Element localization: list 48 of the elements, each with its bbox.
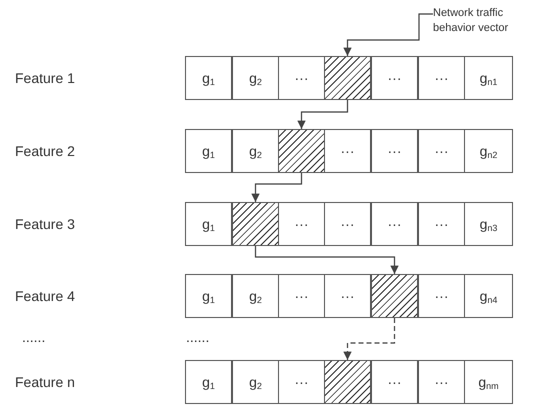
vector-cell: ··· [278,360,325,404]
vector-cell: ··· [324,274,371,318]
vector-cell: g$_{n4}$ [464,274,513,318]
vector-cell: ··· [371,360,418,404]
hatched-cell [278,129,325,173]
hatched-cell [232,202,279,246]
vector-cell: ··· [278,202,325,246]
row-label: Feature n [15,374,75,390]
vector-cell: g$_{2}$ [232,274,279,318]
vector-cell: g$_{nm}$ [464,360,513,404]
vector-cell: ··· [418,274,465,318]
arrow [343,13,433,56]
hatched-cell [324,360,371,404]
vector-cell: ··· [371,56,418,100]
vector-cell: g$_{1}$ [185,274,232,318]
vector-cell: g$_{2}$ [232,129,279,173]
row-label: Feature 1 [15,70,75,86]
vector-cell: g$_{1}$ [185,56,232,100]
arrow [254,246,399,274]
hatched-cell [324,56,371,100]
row-label: Feature 3 [15,216,75,232]
vector-cell: ··· [418,202,465,246]
vector-cell: g$_{n3}$ [464,202,513,246]
vector-cell: g$_{n2}$ [464,129,513,173]
vector-cell: ··· [371,202,418,246]
vector-cell: g$_{n1}$ [464,56,513,100]
arrow [297,100,348,129]
vector-cell: g$_{1}$ [185,129,232,173]
ellipsis-text: ...... [186,329,210,345]
vector-cell: ··· [418,56,465,100]
arrow [251,173,302,202]
row-label: Feature 4 [15,288,75,304]
vector-cell: ··· [418,129,465,173]
vector-cell: ··· [324,129,371,173]
row-label: Feature 2 [15,143,75,159]
vector-cell: ··· [278,56,325,100]
vector-label: Network traffic behavior vector [433,6,537,36]
hatched-cell [371,274,418,318]
vector-cell: g$_{2}$ [232,360,279,404]
vector-cell: ··· [324,202,371,246]
ellipsis-text: ...... [22,329,46,345]
vector-cell: g$_{1}$ [185,360,232,404]
vector-cell: g$_{2}$ [232,56,279,100]
vector-cell: g$_{1}$ [185,202,232,246]
vector-cell: ··· [278,274,325,318]
vector-cell: ··· [418,360,465,404]
arrow [343,318,396,360]
vector-cell: ··· [371,129,418,173]
